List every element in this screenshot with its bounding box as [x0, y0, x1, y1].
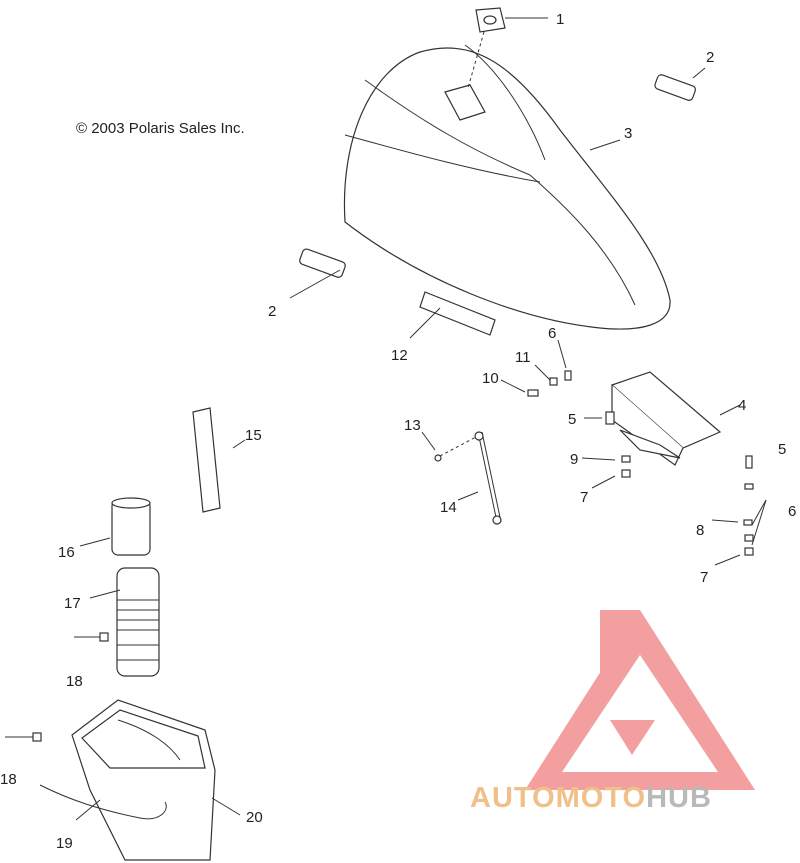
support-cable [439, 431, 502, 525]
callout-2-top: 2 [706, 49, 714, 66]
hardware-parts [434, 370, 754, 556]
callout-14: 14 [440, 499, 457, 516]
callout-15: 15 [245, 427, 262, 444]
callout-1: 1 [556, 11, 564, 28]
copyright-notice: © 2003 Polaris Sales Inc. [76, 120, 245, 137]
callout-18-lower: 18 [0, 771, 17, 788]
rivet-upper [74, 632, 109, 642]
callout-8: 8 [696, 522, 704, 539]
callout-17: 17 [64, 595, 81, 612]
seal-strip [419, 291, 496, 336]
callout-9: 9 [570, 451, 578, 468]
callout-labels: 1 2 2 3 4 5 5 6 6 7 7 8 9 10 11 12 13 14… [0, 11, 796, 852]
watermark-logo-icon [525, 610, 755, 790]
callout-7-right: 7 [700, 569, 708, 586]
callout-11: 11 [515, 349, 531, 366]
rivet-lower [5, 732, 42, 742]
cup-holder [111, 497, 151, 556]
leader-lines [75, 17, 767, 821]
bumper-top [654, 74, 697, 101]
callout-13: 13 [404, 417, 421, 434]
decal [192, 407, 221, 513]
callout-4: 4 [738, 397, 746, 414]
callout-18-upper: 18 [66, 673, 83, 690]
callout-6-right: 6 [788, 503, 796, 520]
latch-cap [444, 7, 506, 121]
callout-7-left: 7 [580, 489, 588, 506]
callout-3: 3 [624, 125, 632, 142]
watermark-text: AUTOMOTOHUB [470, 782, 712, 815]
strap [39, 784, 167, 820]
callout-19: 19 [56, 835, 73, 852]
callout-6-top: 6 [548, 325, 556, 342]
callout-5-right: 5 [778, 441, 786, 458]
hood-cover [343, 44, 671, 330]
bellows-tube [116, 567, 160, 677]
bumper-left [299, 248, 346, 278]
callout-5-left: 5 [568, 411, 576, 428]
watermark-part2: HUB [646, 782, 712, 814]
callout-10: 10 [482, 370, 499, 387]
callout-20: 20 [246, 809, 263, 826]
watermark-part1: AUTOMOTO [470, 782, 647, 814]
callout-12: 12 [391, 347, 408, 364]
storage-bin [71, 699, 216, 861]
hinge-bracket [610, 371, 722, 466]
callout-16: 16 [58, 544, 75, 561]
callout-2-left: 2 [268, 303, 276, 320]
